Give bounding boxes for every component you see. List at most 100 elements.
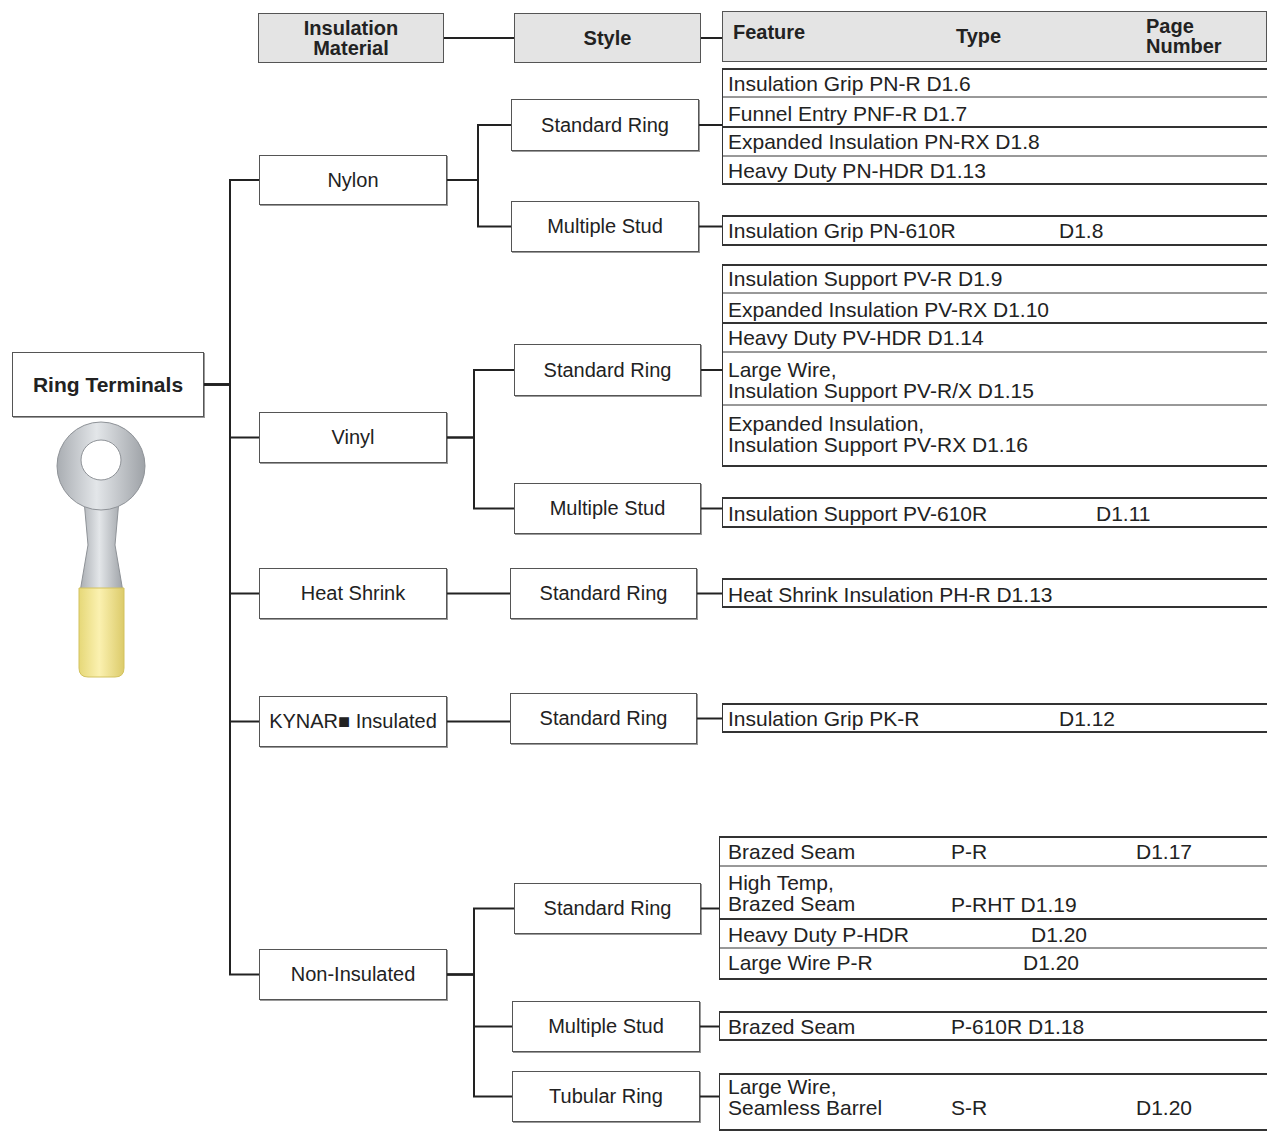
- root-box: Ring Terminals: [12, 352, 204, 417]
- tree-connector: [701, 508, 722, 510]
- node-label: Standard Ring: [540, 708, 668, 728]
- material-box: Nylon: [259, 155, 447, 205]
- table-cell-text: High Temp, Brazed Seam: [728, 872, 888, 915]
- tree-connector: [204, 385, 259, 975]
- node-label: Non-Insulated: [291, 964, 416, 984]
- node-label: KYNAR■ Insulated: [269, 711, 437, 731]
- style-box: Multiple Stud: [511, 201, 699, 252]
- feature-table: Insulation Grip PN-R D1.6Funnel Entry PN…: [722, 68, 1267, 185]
- tree-connector: [447, 180, 511, 227]
- table-cell-text: Page Number: [1146, 16, 1256, 57]
- table-cell-text: D1.20: [1136, 1097, 1192, 1118]
- node-label: Standard Ring: [544, 360, 672, 380]
- node-label: Ring Terminals: [33, 374, 183, 395]
- column-header: Insulation Material: [258, 13, 444, 63]
- tree-connector: [697, 593, 722, 595]
- feature-table: Brazed Seam P-R D1.17High Temp, Brazed Sea…: [719, 836, 1267, 980]
- material-box: KYNAR■ Insulated: [259, 696, 447, 747]
- tree-connector: [204, 385, 259, 594]
- tree-connector: [447, 125, 511, 180]
- tree-connector: [701, 908, 719, 910]
- feature-table: Brazed Seam P-610R D1.18: [719, 1011, 1267, 1041]
- tree-connector: [700, 1026, 719, 1028]
- style-box: Standard Ring: [511, 99, 699, 151]
- tree-connector: [204, 385, 259, 722]
- feature-table: Insulation Support PV-610R D1.11: [722, 497, 1267, 528]
- node-label: Style: [584, 28, 632, 48]
- node-label: Standard Ring: [544, 898, 672, 918]
- style-box: Standard Ring: [514, 344, 701, 396]
- feature-table: Insulation Grip PK-R D1.12: [722, 703, 1267, 733]
- tree-connector: [447, 975, 512, 1097]
- tree-connector: [204, 180, 259, 385]
- table-cell-text: D1.11: [1096, 503, 1150, 524]
- tree-connector: [447, 370, 514, 438]
- feature-table: Heat Shrink Insulation PH-R D1.13: [722, 578, 1267, 608]
- table-cell-text: P-610R D1.18: [951, 1016, 1084, 1037]
- node-label: Standard Ring: [541, 115, 669, 135]
- style-box: Standard Ring: [514, 883, 701, 934]
- tree-connector: [701, 369, 722, 371]
- tree-connector: [699, 124, 722, 126]
- table-cell-text: Funnel Entry PNF-R D1.7: [728, 103, 967, 124]
- style-box: Multiple Stud: [512, 1001, 700, 1052]
- node-label: Insulation Material: [271, 18, 431, 59]
- table-cell-text: Heat Shrink Insulation PH-R D1.13: [728, 584, 1053, 605]
- column-header: Style: [514, 13, 701, 63]
- table-lines: [719, 11, 1267, 948]
- table-header: Feature Type Page Number: [722, 11, 1267, 62]
- feature-table: Insulation Grip PN-610R D1.8: [722, 215, 1267, 246]
- table-cell-text: Brazed Seam: [728, 841, 855, 862]
- style-box: Multiple Stud: [514, 483, 701, 534]
- tree-connector: [699, 226, 722, 228]
- tree-connector: [447, 593, 510, 595]
- table-cell-text: P-R: [951, 841, 987, 862]
- table-cell-text: Heavy Duty P-HDR: [728, 924, 909, 945]
- style-box: Standard Ring: [510, 568, 697, 619]
- feature-table: Large Wire, Seamless Barrel S-R D1.20: [719, 1073, 1267, 1131]
- node-label: Vinyl: [332, 427, 375, 447]
- table-cell-text: S-R: [951, 1097, 987, 1118]
- tree-connector: [697, 718, 722, 720]
- table-cell-text: Insulation Support PV-610R: [728, 503, 987, 524]
- table-cell-text: Large Wire P-R: [728, 952, 873, 973]
- tree-connector: [700, 1096, 719, 1098]
- table-cell-text: Insulation Grip PN-610R: [728, 220, 956, 241]
- table-cell-text: Insulation Support PV-R D1.9: [728, 268, 1002, 289]
- table-cell-text: Feature: [733, 22, 805, 42]
- table-cell-text: Expanded Insulation PV-RX D1.10: [728, 299, 1049, 320]
- node-label: Tubular Ring: [549, 1086, 663, 1106]
- feature-table: Insulation Support PV-R D1.9Expanded Ins…: [722, 264, 1267, 467]
- node-label: Multiple Stud: [547, 216, 663, 236]
- table-cell-text: Insulation Grip PK-R: [728, 708, 919, 729]
- table-cell-text: D1.12: [1059, 708, 1115, 729]
- table-cell-text: Heavy Duty PV-HDR D1.14: [728, 327, 984, 348]
- tree-connector: [444, 37, 514, 39]
- node-label: Heat Shrink: [301, 583, 406, 603]
- table-cell-text: D1.20: [1023, 952, 1079, 973]
- table-cell-text: Type: [956, 26, 1001, 46]
- table-cell-text: Large Wire, Insulation Support PV-R/X D1…: [728, 359, 1068, 402]
- tree-connector: [701, 37, 722, 39]
- table-cell-text: Expanded Insulation, Insulation Support …: [728, 413, 1068, 456]
- node-label: Multiple Stud: [548, 1016, 664, 1036]
- table-cell-text: P-RHT D1.19: [951, 894, 1077, 915]
- table-cell-text: Brazed Seam: [728, 1016, 855, 1037]
- node-label: Standard Ring: [540, 583, 668, 603]
- tree-connector: [447, 438, 514, 509]
- tree-connector: [204, 385, 259, 438]
- material-box: Vinyl: [259, 412, 447, 463]
- table-cell-text: Large Wire, Seamless Barrel: [728, 1076, 903, 1119]
- table-cell-text: Heavy Duty PN-HDR D1.13: [728, 160, 986, 181]
- table-cell-text: Insulation Grip PN-R D1.6: [728, 73, 971, 94]
- tree-connector: [447, 975, 512, 1027]
- table-cell-text: D1.17: [1136, 841, 1192, 862]
- node-label: Nylon: [327, 170, 378, 190]
- material-box: Heat Shrink: [259, 568, 447, 619]
- table-cell-text: D1.20: [1031, 924, 1087, 945]
- style-box: Standard Ring: [510, 693, 697, 744]
- table-cell-text: D1.8: [1059, 220, 1103, 241]
